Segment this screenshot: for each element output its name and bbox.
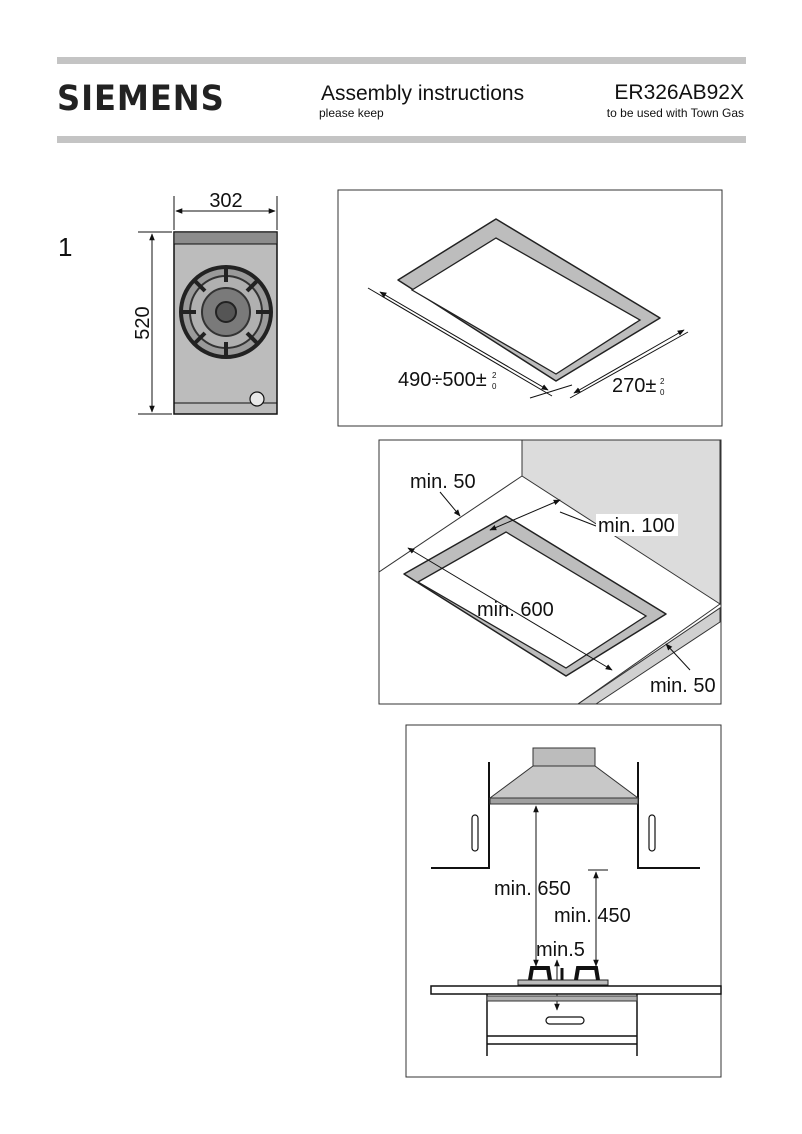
cutout-width-tol-lower: 0	[660, 388, 665, 397]
min-100-line	[489, 499, 561, 531]
min-450-label: min. 450	[554, 905, 631, 927]
drawer-handle	[545, 1016, 585, 1025]
cutout-width-label: 270±	[612, 375, 656, 397]
clearance-panel: min. 50 min. 100 min. 600 min. 50	[378, 439, 722, 705]
cutout-width-tol-upper: 2	[660, 377, 665, 386]
base-cabinet	[486, 994, 638, 1056]
width-label: 302	[209, 190, 242, 212]
model-note: to be used with Town Gas	[606, 106, 744, 120]
hob-top-view: 302 520	[132, 190, 278, 415]
min-100-label: min. 100	[598, 515, 675, 537]
extractor-hood	[488, 747, 640, 805]
header-top-rule	[57, 57, 746, 64]
min-50-top-label: min. 50	[410, 471, 476, 493]
depth-label: 520	[132, 306, 154, 339]
cabinet-handle-left	[471, 814, 479, 852]
min-5-label: min.5	[536, 939, 585, 961]
cutout-length-tol-upper: 2	[492, 371, 497, 380]
cutout-length-line	[379, 291, 549, 391]
document-subtitle: please keep	[319, 106, 384, 120]
cutout-width-line	[573, 329, 685, 394]
figure-number: 1	[58, 232, 73, 262]
control-knob-icon	[249, 391, 265, 407]
min-650-label: min. 650	[494, 878, 571, 900]
cabinet-handle-right	[648, 814, 656, 852]
hob-side-icon	[517, 966, 609, 986]
min-600-label: min. 600	[477, 599, 554, 621]
cutout-length-label: 490÷500±	[398, 369, 487, 391]
document-title: Assembly instructions	[321, 82, 525, 105]
header-bottom-rule	[57, 136, 746, 143]
min-50-bottom-label: min. 50	[650, 675, 716, 697]
hood-clearance-panel: min. 650 min. 450 min.5	[405, 724, 722, 1078]
model-number: ER326AB92X	[614, 81, 744, 104]
cutout-dimensions-panel: 490÷500± 2 0 270± 2 0	[337, 189, 723, 427]
brand-logo: SIEMENS	[57, 79, 225, 119]
worktop	[430, 985, 722, 995]
min-600-line	[407, 547, 613, 671]
cutout-length-tol-lower: 0	[492, 382, 497, 391]
burner-icon	[179, 265, 273, 359]
